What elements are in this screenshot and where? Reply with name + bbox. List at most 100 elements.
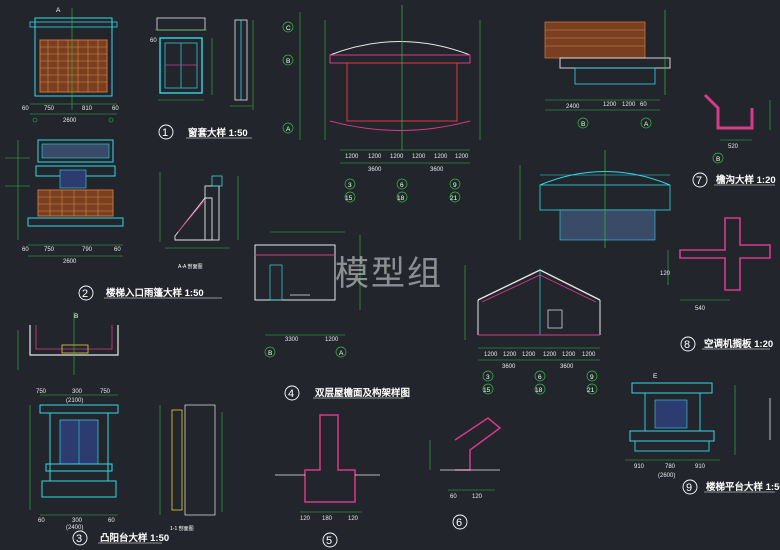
detail-1-number: 1 [162,127,168,139]
roof2-dim-4: 1200 [543,352,557,358]
detail-8-number-circle [680,336,696,352]
roof-dim-1: 1200 [345,154,359,160]
grid-bubble-15-top [344,191,356,203]
grid-label-21-top: 21 [450,195,458,202]
d3-dim-top-1: 750 [36,389,47,395]
roof-dim-6: 1200 [455,154,469,160]
detail-9-elevation [625,382,771,461]
grid-bubble-6-mid [534,370,546,382]
watermark: 模型组 [335,254,443,294]
d1-win-dim-top: 60 [150,38,157,44]
detail-1-elevation [29,8,118,123]
d9-dim-2: 780 [665,464,676,470]
detail-9-number: 9 [686,482,692,494]
grid-bubble-15-mid [482,383,494,395]
grid-label-9-top: 9 [453,182,457,189]
grid-bubble-C [282,21,294,33]
d1-dim-total: 2600 [63,118,77,124]
grid-label-A-tr: A [644,121,649,128]
grid-bubble-6-top [396,178,408,190]
detail-7-number-circle [692,172,708,188]
grid-bubble-3-top [344,178,356,190]
mid-right-elevation [519,150,671,248]
detail-3-section [159,404,223,516]
sec-dim-2: 1200 [325,337,339,343]
grid-label-18-top: 18 [397,195,405,202]
grid-label-B-top: B [286,58,290,65]
grid-label-B-tr: B [581,121,585,128]
roof-total-2: 3600 [430,167,444,173]
grid-label-B-sec: B [268,350,272,357]
grid-bubble-B-tr [577,117,589,129]
grid-bubble-B-sec [264,346,276,358]
detail-9-number-circle [682,479,698,495]
detail-4-number-circle [284,385,300,401]
grid-label-3-mid: 3 [486,374,490,381]
detail-7-title: 檐沟大样 1:20 [716,174,776,186]
detail-2-number: 2 [82,288,88,300]
d2-dim-2: 750 [44,247,55,253]
detail-6-number-circle [452,514,468,530]
grid-bubble-A-top [282,122,294,134]
grid-bubble-9-mid [586,370,598,382]
detail-4-number: 4 [288,388,294,400]
roof2-dim-6: 1200 [582,352,596,358]
grid-label-6-mid: 6 [538,374,542,381]
detail-1-title: 窗套大样 1:50 [188,127,248,139]
detail-2-number-circle [78,285,94,301]
grid-label-A-sec: A [339,350,344,357]
d6-dim-1: 60 [450,494,457,500]
roof2-dim-1: 1200 [484,352,498,358]
d3-dim-bot-1: 60 [38,518,45,524]
roof-dim-3: 1200 [390,154,404,160]
detail-9-title: 楼梯平台大样 1:50 [706,481,780,493]
d2-dim-3: 790 [82,247,93,253]
d5-dim-2: 180 [322,516,333,522]
d3-dim-top-2: 300 [72,389,83,395]
sec-dim-1: 3300 [285,337,299,343]
d5-dim-3: 120 [348,516,359,522]
grid-bubble-B-d7 [712,152,724,164]
detail-3-number-circle [72,530,88,546]
roof2-dim-2: 1200 [503,352,517,358]
detail-8-title: 空调机搁板 1:20 [704,338,773,350]
grid-label-B-d7: B [716,156,720,163]
grid-bubble-B-top [282,54,294,66]
detail-5-number: 5 [326,535,332,547]
roof-total-1: 3600 [368,167,382,173]
grid-bubble-21-top [449,191,461,203]
roof-elevation-top [299,5,481,164]
grid-bubble-18-mid [534,383,546,395]
grid-label-B-plan: B [74,313,78,320]
grid-bubble-A-sec [335,346,347,358]
roof2-total-1: 3600 [502,364,516,370]
d2-dim-4: 60 [114,247,121,253]
grid-label-18-mid: 18 [535,387,543,394]
detail-7-number: 7 [696,175,702,187]
detail-8-ac-shelf [667,217,771,301]
detail-3-elevation [29,394,119,516]
d3-section-caption: 1-1 剖面图 [170,525,194,532]
section-centre [254,231,361,336]
d6-dim-2: 120 [472,494,483,500]
detail-1-window [155,17,213,101]
tr-dim-2: 1200 [603,102,617,108]
detail-1-number-circle [158,124,174,140]
roof2-dim-3: 1200 [522,352,536,358]
grid-label-15-mid: 15 [483,387,491,394]
detail-5-wall [275,414,380,513]
grid-label-9-mid: 9 [590,374,594,381]
detail-1-section [230,19,254,110]
detail-2-section [159,172,239,249]
d9-dim-1: 910 [634,464,645,470]
roof2-dim-5: 1200 [562,352,576,358]
roof-dim-2: 1200 [368,154,382,160]
tr-dim-1: 2400 [566,104,580,110]
grid-bubble-A-tr [640,117,652,129]
grid-label-21-mid: 21 [587,387,595,394]
grid-bubble-21-mid [586,383,598,395]
grid-label-3-top: 3 [348,182,352,189]
d9-dim-3: 910 [695,464,706,470]
grid-bubble-9-top [449,178,461,190]
grid-bubble-18-top [396,191,408,203]
